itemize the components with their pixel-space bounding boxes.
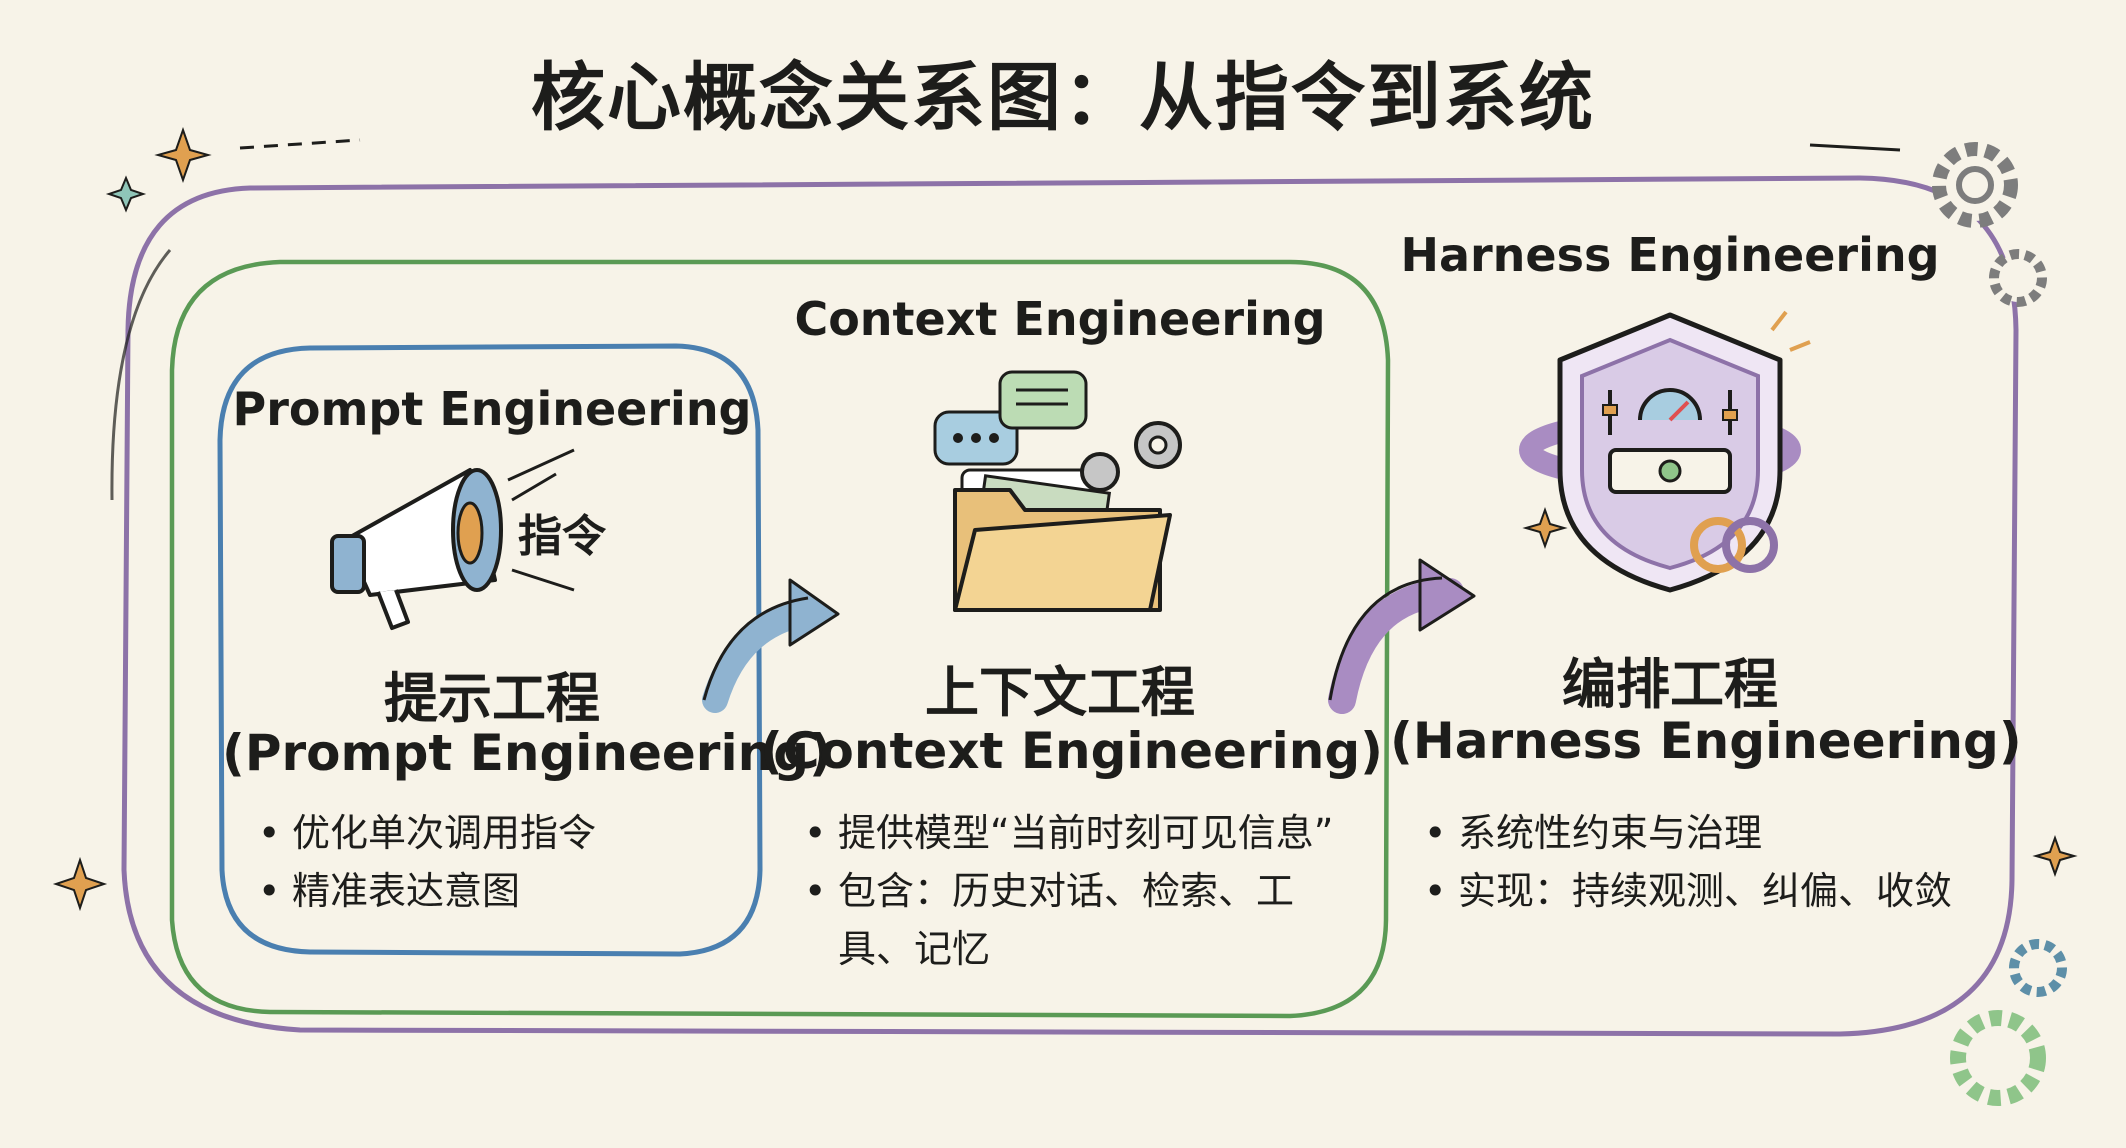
arrow-icon [702, 578, 840, 713]
harness-heading: Harness Engineering [1400, 228, 1940, 282]
prompt-icon-label: 指令 [518, 511, 606, 562]
prompt-boundary [217, 343, 763, 957]
context-boundary [169, 259, 1391, 1019]
megaphone-icon [330, 448, 575, 630]
list-item: 系统性约束与治理 [1418, 804, 1978, 862]
harness-boundary [121, 175, 2019, 1037]
list-item: 提供模型“当前时刻可见信息” [798, 804, 1338, 862]
context-name-cn: 上下文工程 [925, 661, 1195, 724]
prompt-heading: Prompt Engineering [232, 382, 752, 436]
context-heading: Context Engineering [794, 292, 1326, 346]
harness-name-en: (Harness Engineering) [1390, 712, 2022, 770]
shield-icon [1519, 310, 1811, 593]
prompt-bullets: 优化单次调用指令 精准表达意图 [252, 804, 752, 920]
page-title: 核心概念关系图：从指令到系统 [531, 55, 1595, 141]
folder-icon [933, 370, 1182, 612]
list-item: 包含：历史对话、检索、工具、记忆 [798, 862, 1338, 978]
arrow-icon [1328, 558, 1476, 714]
harness-name-cn: 编排工程 [1562, 653, 1778, 716]
list-item: 实现：持续观测、纠偏、收敛 [1418, 862, 1978, 920]
list-item: 优化单次调用指令 [252, 804, 752, 862]
sparkle-icon [52, 126, 2078, 912]
context-bullets: 提供模型“当前时刻可见信息” 包含：历史对话、检索、工具、记忆 [798, 804, 1338, 978]
context-name-en: (Context Engineering) [760, 722, 1383, 780]
prompt-name-en: (Prompt Engineering) [222, 724, 832, 782]
list-item: 精准表达意图 [252, 862, 752, 920]
gear-icon [1932, 142, 2067, 1106]
harness-bullets: 系统性约束与治理 实现：持续观测、纠偏、收敛 [1418, 804, 1978, 920]
prompt-name-cn: 提示工程 [384, 667, 600, 730]
